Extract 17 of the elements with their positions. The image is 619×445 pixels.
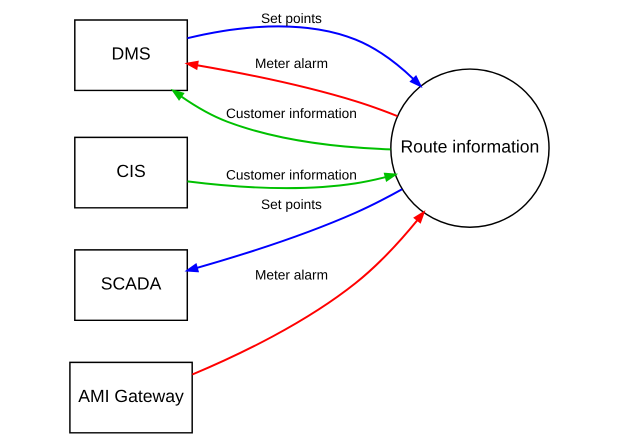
arrow (187, 25, 423, 88)
arrow (184, 188, 403, 272)
edge-label: Set points (261, 11, 322, 26)
node-box: DMS (74, 19, 188, 92)
arrow (170, 88, 391, 150)
arrow (187, 172, 398, 189)
node-box: CIS (74, 136, 188, 209)
edge-label: Set points (261, 197, 322, 212)
node-box: AMI Gateway (69, 362, 193, 434)
node-box: SCADA (74, 249, 188, 322)
edge-label: Meter alarm (254, 56, 328, 72)
node-circle: Route information (390, 68, 550, 228)
arrow (192, 210, 426, 376)
edge-label: Customer information (226, 106, 357, 122)
arrow (184, 60, 398, 118)
edge-label: Meter alarm (254, 267, 328, 282)
edge-label: Customer information (226, 168, 357, 183)
